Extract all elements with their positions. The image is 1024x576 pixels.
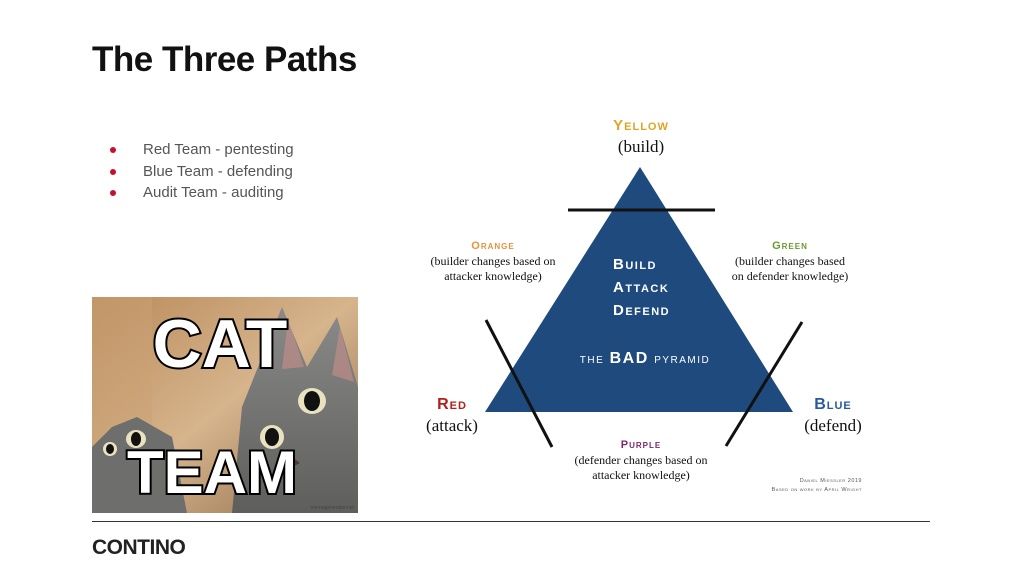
purple-desc-line1: (defender changes based on xyxy=(575,453,708,467)
pyramid-line-defend: Defend xyxy=(613,302,670,319)
left-cut-line xyxy=(484,319,554,448)
yellow-label: Yellow xyxy=(613,117,669,134)
green-label: Green xyxy=(772,240,808,252)
bullet-text: Red Team - pentesting xyxy=(143,141,294,158)
red-role: (attack) xyxy=(426,416,478,435)
cat-team-meme-image: CAT TEAM memegenerator.net xyxy=(92,297,358,513)
green-desc-line1: (builder changes based xyxy=(735,254,845,268)
blue-label: Blue xyxy=(814,396,852,413)
pyramid-triangle xyxy=(485,167,793,412)
yellow-role: (build) xyxy=(618,137,664,156)
pyramid-line-build: Build xyxy=(613,256,657,273)
bullet-item: Audit Team - auditing xyxy=(110,182,294,204)
meme-top-text: CAT xyxy=(153,306,288,382)
bullet-item: Blue Team - defending xyxy=(110,161,294,183)
bullet-dot xyxy=(110,147,116,153)
footer-divider xyxy=(92,521,930,522)
bullet-text: Blue Team - defending xyxy=(143,162,293,180)
bullet-item: Red Team - pentesting xyxy=(110,139,294,161)
blue-role: (defend) xyxy=(804,416,862,435)
purple-desc-line2: attacker knowledge) xyxy=(592,468,690,482)
pyramid-title: the BAD pyramid xyxy=(580,350,711,367)
meme-bottom-text: TEAM xyxy=(127,439,297,506)
credit-line1: Daniel Miessler 2019 xyxy=(800,478,862,484)
cat-right xyxy=(232,307,358,513)
pyramid-svg: Yellow (build) Orange (builder changes b… xyxy=(426,117,862,493)
bullet-list: Red Team - pentesting Blue Team - defend… xyxy=(110,139,294,204)
cat-left xyxy=(92,417,187,513)
pyramid-title-bold: BAD xyxy=(610,350,649,367)
green-desc-line2: on defender knowledge) xyxy=(732,269,849,283)
purple-label: Purple xyxy=(621,439,661,451)
bullet-dot xyxy=(110,168,116,175)
meme-watermark: memegenerator.net xyxy=(311,505,355,511)
orange-label: Orange xyxy=(471,240,514,252)
credit-line2: Based on work by April Wright xyxy=(772,487,862,493)
pyramid-title-suffix: pyramid xyxy=(654,350,710,366)
bullet-text: Audit Team - auditing xyxy=(143,184,284,201)
right-cut-line xyxy=(724,321,804,447)
pyramid-line-attack: Attack xyxy=(613,279,669,296)
bullet-dot xyxy=(110,190,116,196)
bad-pyramid-diagram: Yellow (build) Orange (builder changes b… xyxy=(410,105,880,515)
cat-meme-illustration: CAT TEAM memegenerator.net xyxy=(92,297,358,513)
pyramid-title-prefix: the xyxy=(580,350,605,366)
contino-logo: CONTINO xyxy=(92,536,186,559)
red-label: Red xyxy=(437,396,467,413)
slide-title: The Three Paths xyxy=(92,40,357,79)
orange-desc-line1: (builder changes based on xyxy=(431,254,556,268)
orange-desc-line2: attacker knowledge) xyxy=(444,269,542,283)
